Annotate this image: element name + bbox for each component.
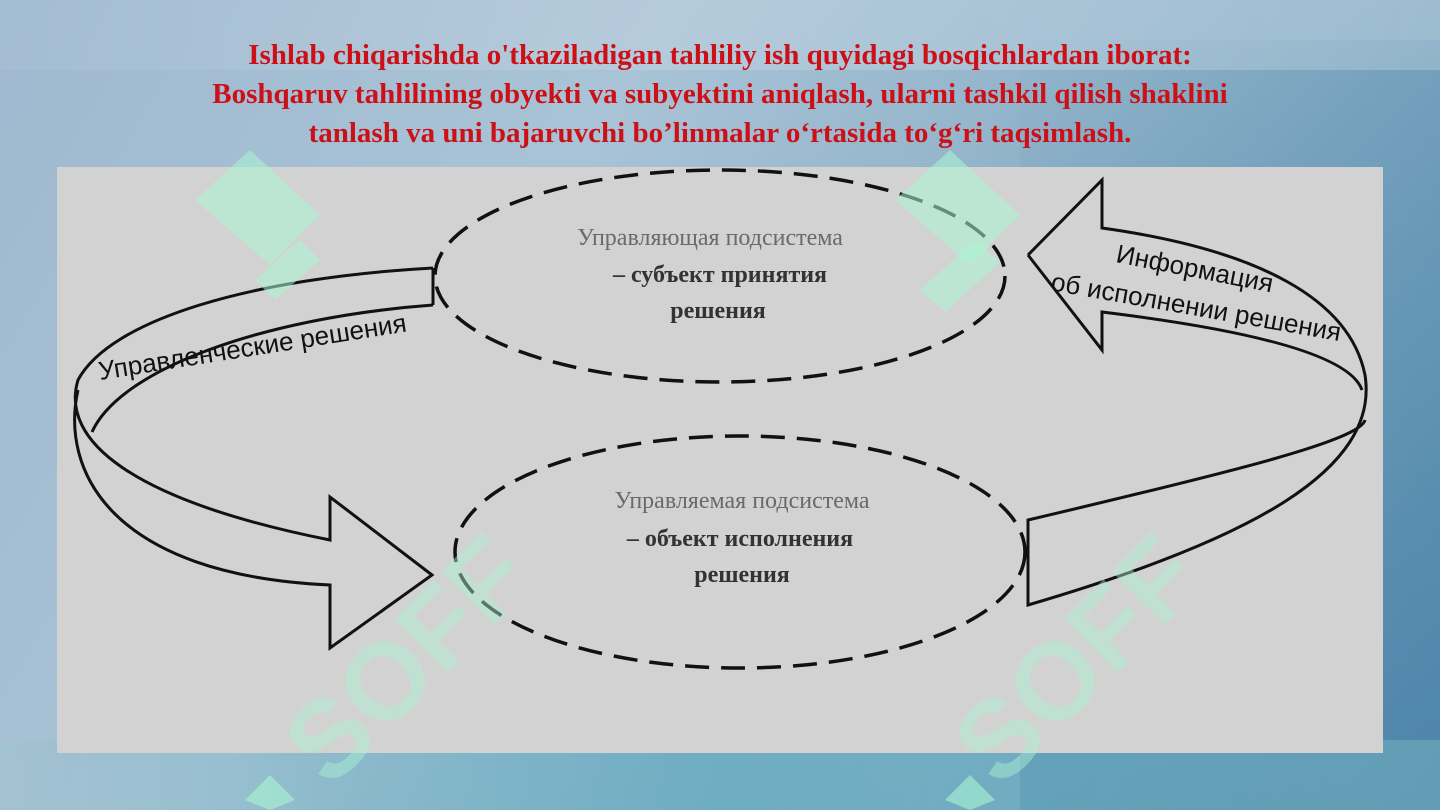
bottom-ellipse [453, 434, 1027, 670]
top-ellipse-line-2: – субъект принятия [612, 262, 827, 288]
right-arrow-lower-edge [1026, 254, 1364, 391]
watermark-diamond-right [945, 775, 995, 810]
watermark-text-right: SOFF [930, 513, 1224, 807]
title-line-2: Boshqaruv tahlilining obyekti va subyekt… [212, 78, 1228, 110]
watermark-logo-left [195, 150, 320, 300]
left-arrow-inner-edge [90, 303, 434, 433]
title-line-3: tanlash va uni bajaruvchi bo’linmalar o‘… [308, 117, 1132, 149]
slide-title: Ishlab chiqarishda o'tkaziladigan tahlil… [60, 36, 1380, 153]
top-ellipse-line-1: Управляющая подсистема [577, 225, 843, 251]
bottom-ellipse-line-1: Управляемая подсистема [614, 488, 869, 514]
title-line-1: Ishlab chiqarishda o'tkaziladigan tahlil… [248, 39, 1192, 71]
bottom-ellipse-line-2: – объект исполнения [626, 526, 853, 552]
top-ellipse [433, 168, 1007, 384]
left-arrow-label: Управленческие решения [96, 308, 408, 386]
right-curved-arrow [1026, 176, 1368, 608]
bottom-ellipse-line-3: решения [694, 562, 790, 588]
top-ellipse-line-3: решения [670, 298, 766, 324]
left-curved-arrow [73, 266, 435, 651]
watermark-diamond-left [245, 775, 295, 810]
watermark-logo-right [895, 150, 1020, 312]
